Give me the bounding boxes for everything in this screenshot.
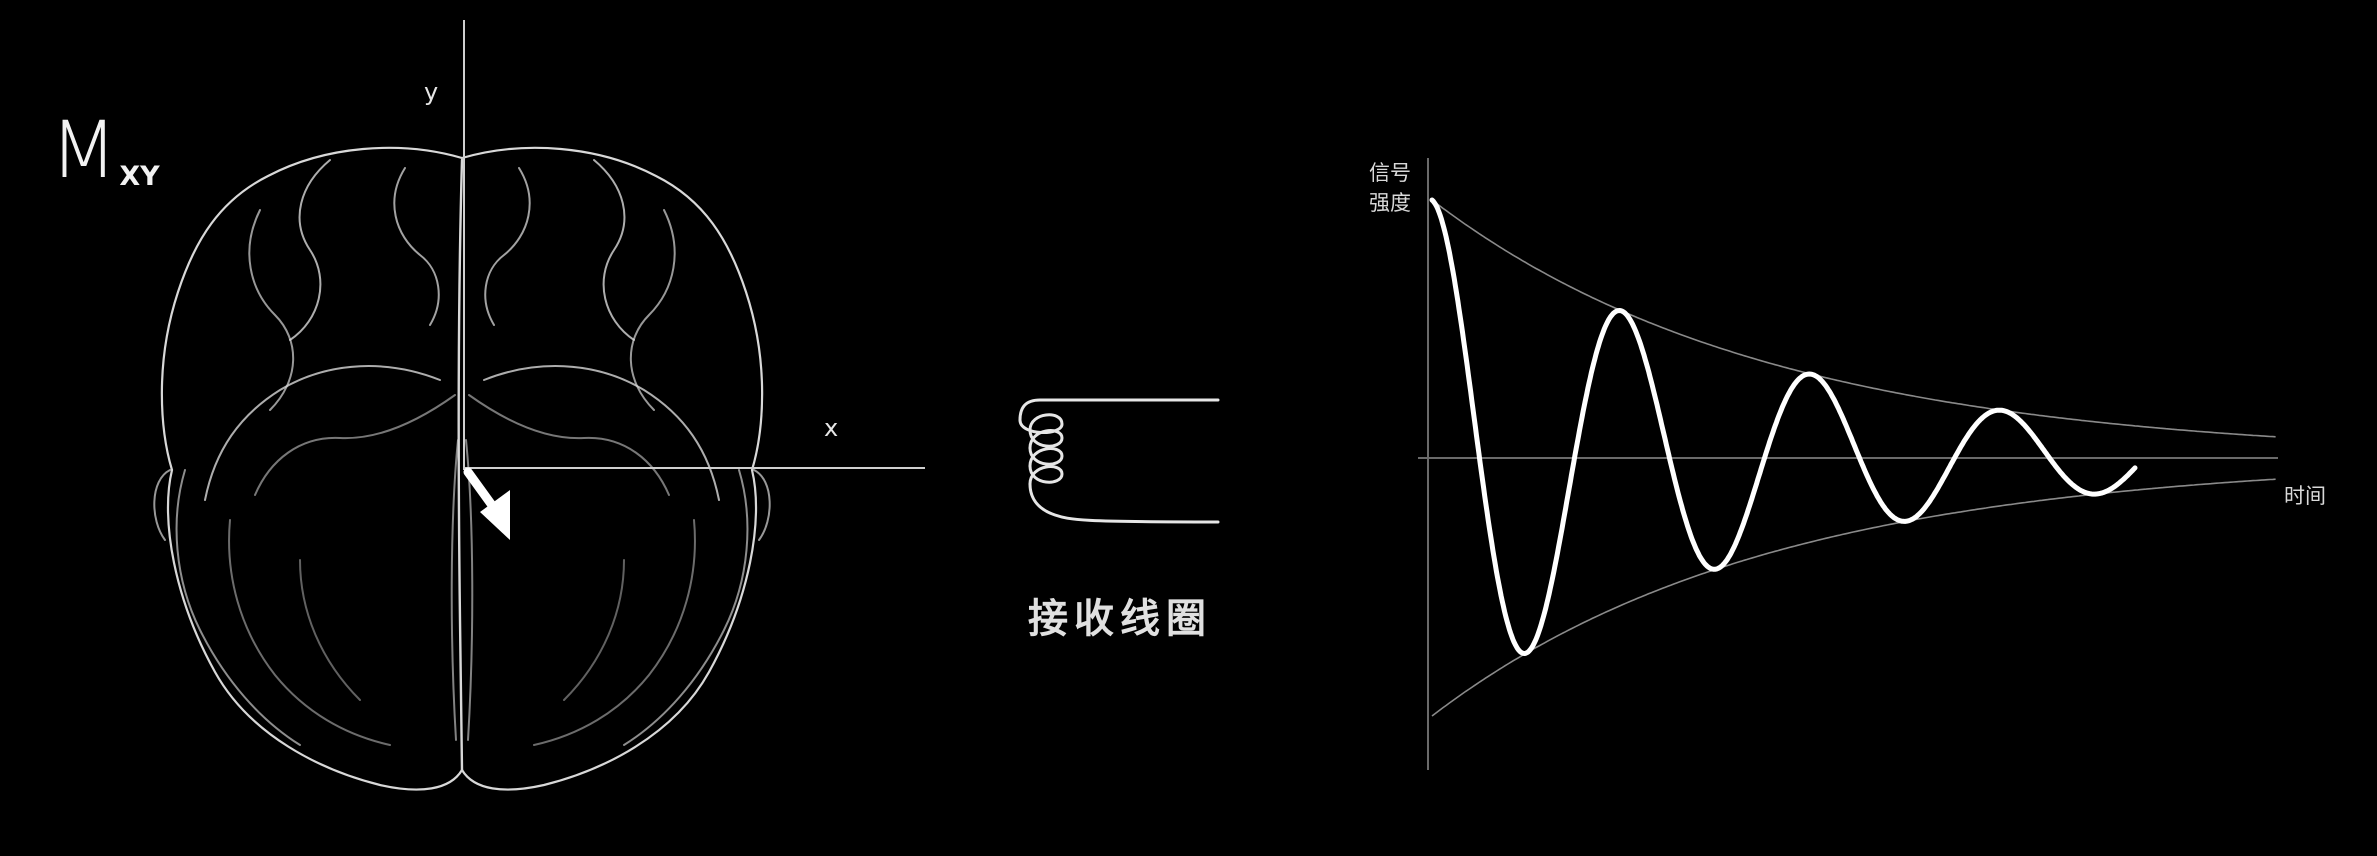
decay-envelope-lower <box>1431 478 2276 717</box>
signal-intensity-label: 信号 强度 <box>1355 158 1425 218</box>
decay-envelope-upper <box>1431 199 2276 438</box>
mxy-symbol: M <box>50 106 118 196</box>
brain-outline <box>153 146 771 791</box>
receiver-coil-icon <box>1018 398 1220 524</box>
mxy-subscript: XY <box>119 161 160 192</box>
magnetization-vector-arrow <box>463 467 510 540</box>
fid-signal-curve <box>1429 197 2138 656</box>
signal-intensity-label-line1: 信号 <box>1369 161 1411 185</box>
y-axis-label: y <box>424 78 439 106</box>
signal-plot <box>1418 158 2278 770</box>
receiver-coil-label: 接收线圈 <box>1028 596 1212 642</box>
x-axis-label: x <box>824 414 839 442</box>
signal-intensity-label-line2: 强度 <box>1369 191 1411 215</box>
mxy-label: MXY <box>50 112 160 190</box>
time-axis-label: 时间 <box>2284 484 2326 508</box>
